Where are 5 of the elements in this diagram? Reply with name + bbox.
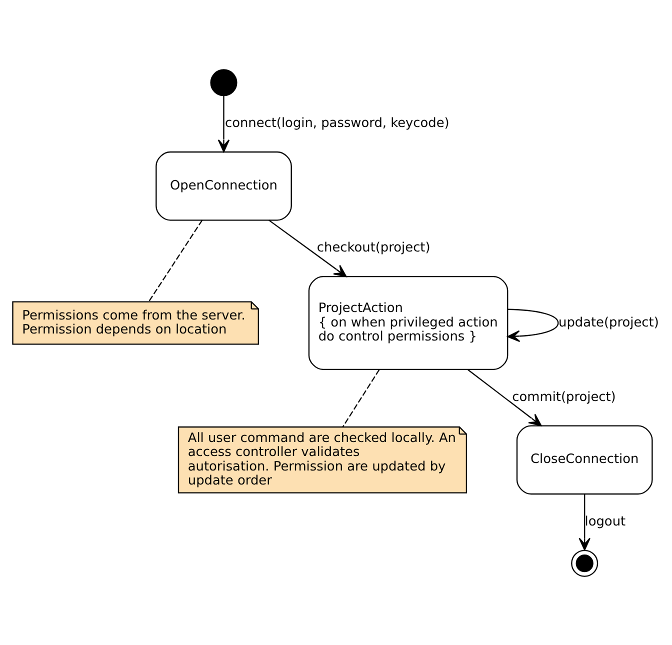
edge-label: update(project) [558,314,659,330]
edge-label: checkout(project) [316,240,430,256]
edge-label: connect(login, password, keycode) [224,116,450,131]
edge-label: commit(project) [512,389,616,404]
edge-label: logout [584,514,626,530]
